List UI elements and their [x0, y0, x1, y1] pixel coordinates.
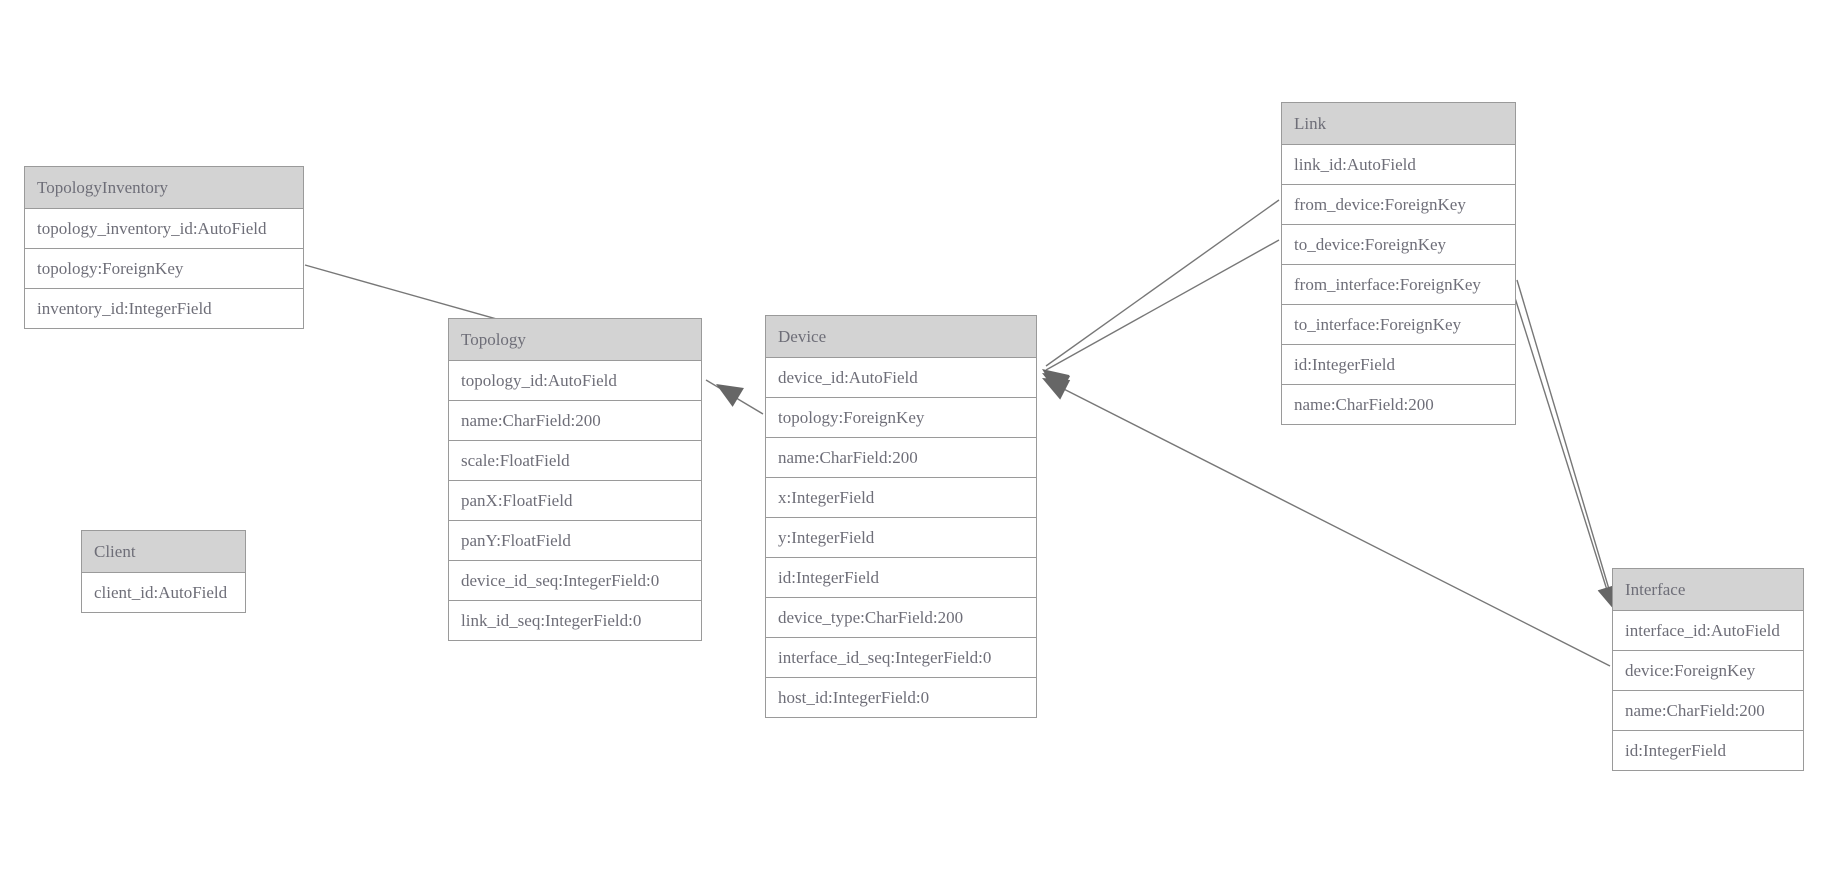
relationship-line	[1509, 281, 1613, 607]
relationship-line	[705, 379, 764, 415]
field-row[interactable]: panX:FloatField	[449, 481, 701, 521]
entity-title-client: Client	[82, 531, 245, 573]
arrowhead-icon	[716, 384, 744, 407]
field-row[interactable]: host_id:IntegerField:0	[778, 688, 930, 707]
field-row[interactable]: id:IntegerField	[1282, 345, 1515, 385]
field-row[interactable]: to_interface:ForeignKey	[1282, 305, 1515, 345]
field-row[interactable]: inventory_id:IntegerField	[37, 299, 212, 318]
field-row[interactable]: topology:ForeignKey	[766, 398, 1036, 438]
field-row[interactable]: name:CharField:200	[1294, 395, 1434, 414]
entity-client[interactable]: Client client_id:AutoField	[81, 530, 246, 613]
field-row[interactable]: device_id:AutoField	[766, 358, 1036, 398]
field-row[interactable]: from_interface:ForeignKey	[1282, 265, 1515, 305]
relationship-link-to-device	[1042, 239, 1280, 396]
field-row[interactable]: scale:FloatField	[449, 441, 701, 481]
field-row[interactable]: interface_id_seq:IntegerField:0	[766, 638, 1036, 678]
field-row[interactable]: device:ForeignKey	[1613, 651, 1803, 691]
entity-title-device: Device	[766, 316, 1036, 358]
field-row[interactable]: link_id_seq:IntegerField:0	[461, 611, 642, 630]
entity-title-link: Link	[1282, 103, 1515, 145]
relationship-line	[1045, 199, 1280, 367]
field-row[interactable]: name:CharField:200	[449, 401, 701, 441]
field-row[interactable]: interface_id:AutoField	[1613, 611, 1803, 651]
field-row[interactable]: topology:ForeignKey	[25, 249, 303, 289]
relationship-device-topology	[705, 379, 764, 415]
field-row[interactable]: device_id_seq:IntegerField:0	[449, 561, 701, 601]
entity-fields-client: client_id:AutoField	[82, 573, 245, 612]
field-row[interactable]: x:IntegerField	[766, 478, 1036, 518]
relationship-link-from-interface	[1516, 279, 1620, 612]
field-row[interactable]: device_type:CharField:200	[766, 598, 1036, 638]
entity-title-interface: Interface	[1613, 569, 1803, 611]
field-row[interactable]: topology_inventory_id:AutoField	[25, 209, 303, 249]
field-row[interactable]: link_id:AutoField	[1282, 145, 1515, 185]
field-row[interactable]: y:IntegerField	[766, 518, 1036, 558]
relationship-link-to-interface	[1509, 281, 1619, 612]
entity-title-topology: Topology	[449, 319, 701, 361]
field-row[interactable]: panY:FloatField	[449, 521, 701, 561]
field-row[interactable]: name:CharField:200	[1613, 691, 1803, 731]
relationship-line	[1045, 239, 1280, 371]
field-row[interactable]: id:IntegerField	[766, 558, 1036, 598]
field-row[interactable]: name:CharField:200	[766, 438, 1036, 478]
arrowhead-icon	[1042, 378, 1071, 400]
field-row[interactable]: client_id:AutoField	[94, 583, 228, 602]
field-row[interactable]: to_device:ForeignKey	[1282, 225, 1515, 265]
field-row[interactable]: id:IntegerField	[1625, 741, 1727, 760]
field-row[interactable]: topology_id:AutoField	[449, 361, 701, 401]
entity-title-topology_inventory: TopologyInventory	[25, 167, 303, 209]
relationship-line	[1516, 279, 1615, 607]
arrowhead-icon	[1042, 369, 1070, 394]
relationship-link-from-device	[1042, 199, 1280, 394]
field-row[interactable]: from_device:ForeignKey	[1282, 185, 1515, 225]
arrowhead-icon	[1042, 373, 1071, 396]
